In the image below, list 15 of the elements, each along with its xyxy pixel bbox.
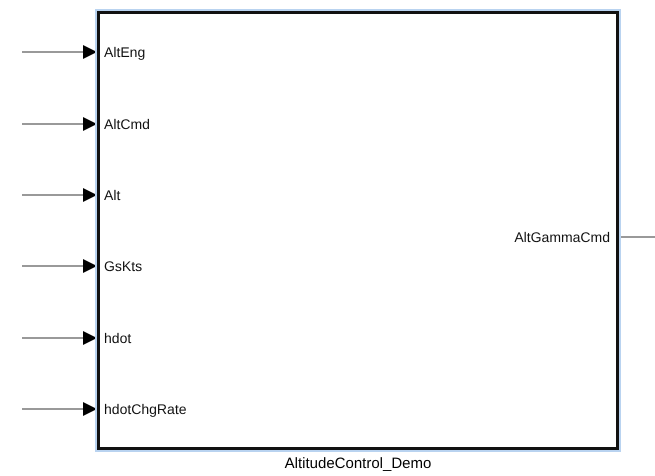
- port-label: AltCmd: [100, 114, 150, 134]
- port-label: hdot: [100, 328, 132, 348]
- port-label: GsKts: [100, 256, 142, 276]
- signal-arrow: [22, 188, 98, 202]
- port-label: Alt: [100, 185, 120, 205]
- signal-line: [618, 236, 655, 238]
- signal-arrow: [22, 259, 98, 273]
- signal-arrow: [22, 331, 98, 345]
- port-label: AltGammaCmd: [514, 227, 616, 247]
- signal-arrow: [22, 402, 98, 416]
- port-label: AltEng: [100, 42, 146, 62]
- signal-arrow: [22, 45, 98, 59]
- signal-arrow: [22, 117, 98, 131]
- block-name: AltitudeControl_Demo: [284, 455, 432, 472]
- port-label: hdotChgRate: [100, 399, 187, 419]
